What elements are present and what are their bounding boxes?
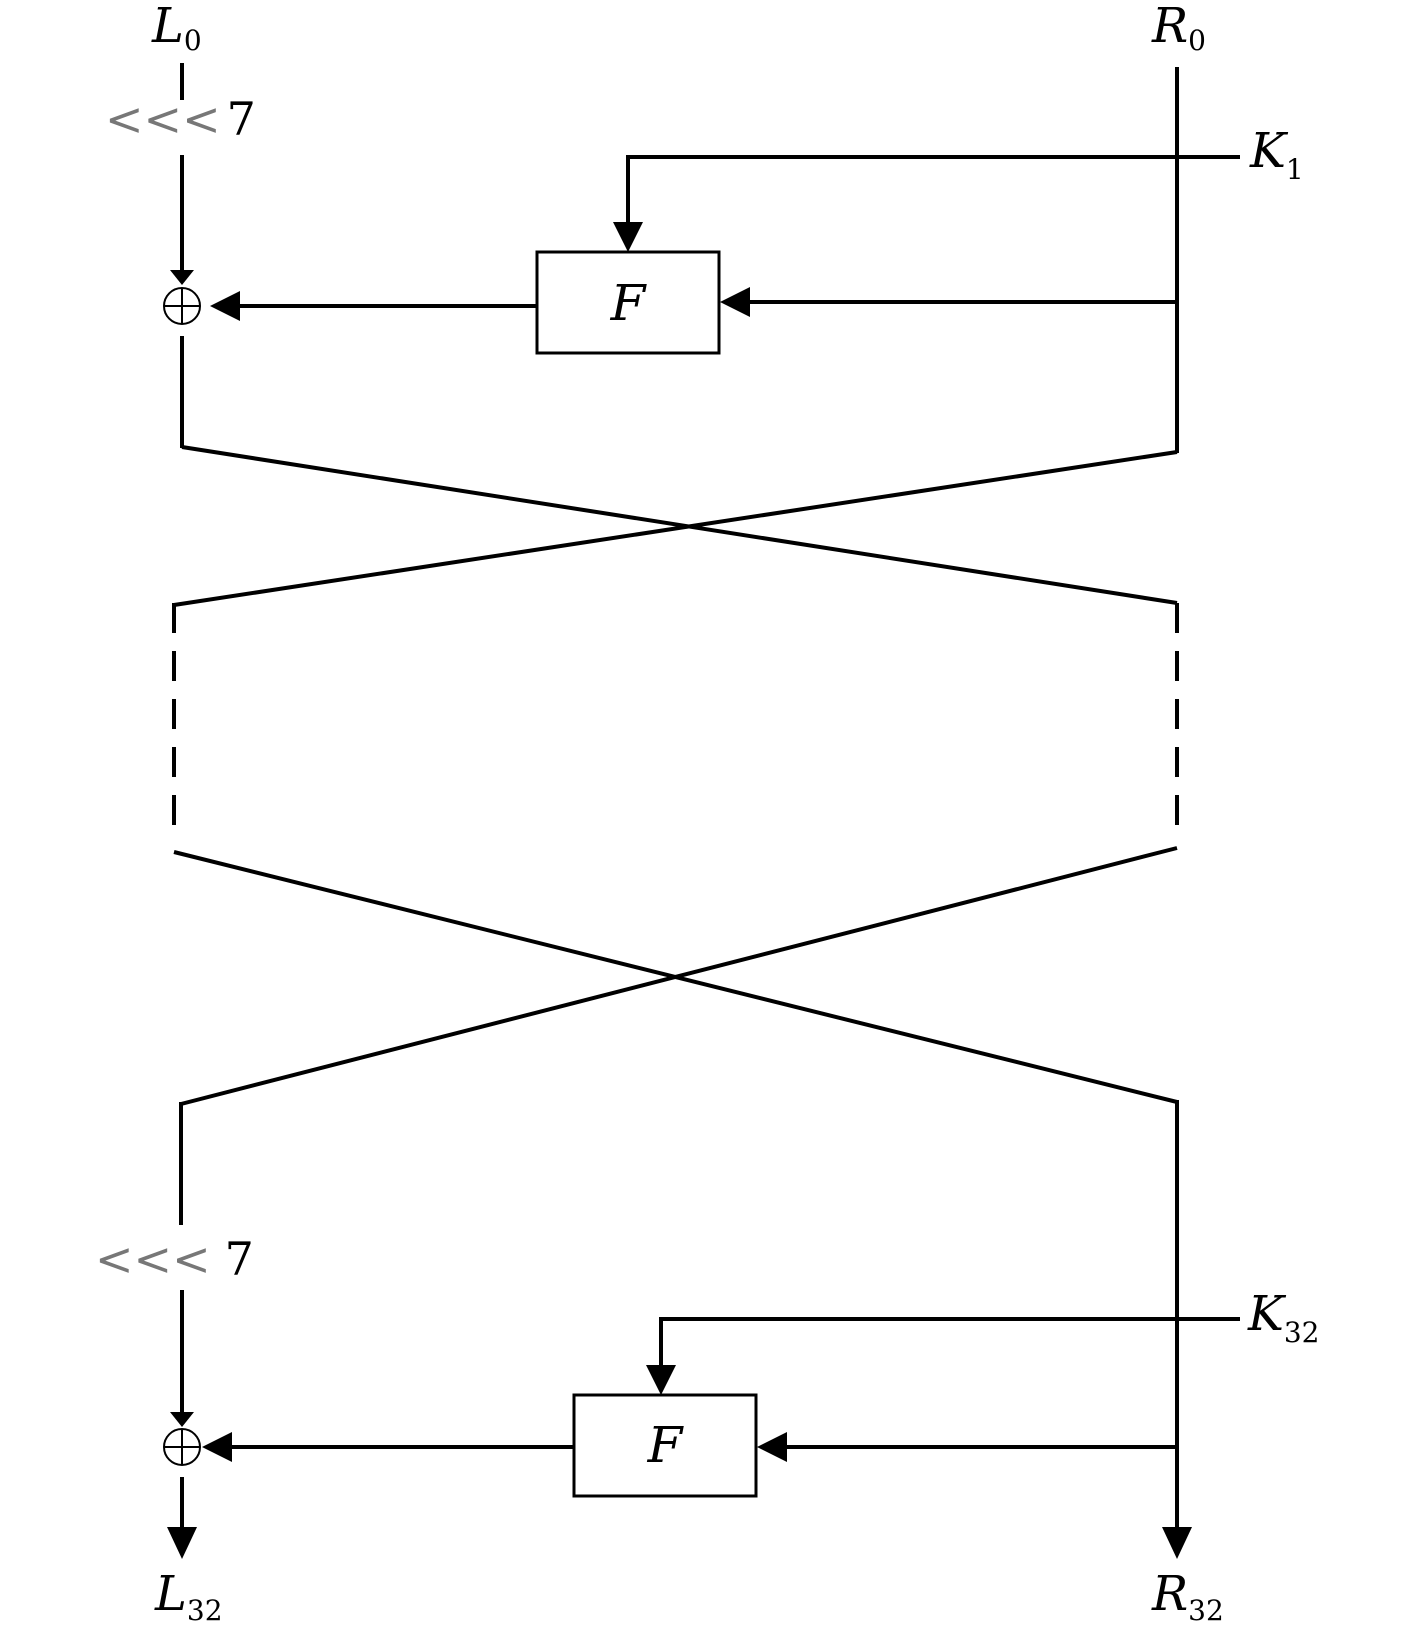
f-label-round-1: F — [610, 274, 648, 332]
arrow-right-into-f-1 — [720, 287, 750, 317]
xor-round-1 — [163, 287, 201, 325]
key-label-round-32: K32 — [1247, 1286, 1320, 1349]
arrow-f-into-xor-32 — [202, 1432, 232, 1462]
swap-crossover-2 — [173, 846, 1178, 1106]
xor-round-32 — [163, 1428, 201, 1466]
arrow-right-into-f-32 — [757, 1432, 787, 1462]
key-label-round-1: K1 — [1249, 123, 1304, 186]
arrow-right-output — [1162, 1527, 1192, 1559]
arrow-into-xor-32 — [170, 1412, 194, 1427]
rotate-label-round-1: <<<7 — [105, 92, 256, 146]
rotate-label-round-32: <<<7 — [95, 1232, 254, 1286]
input-left-label: L0 — [151, 0, 202, 57]
input-right-label: R0 — [1151, 0, 1206, 57]
f-box-round-1 — [535, 250, 721, 355]
output-left-label: L32 — [154, 1566, 223, 1627]
arrow-key-into-f-1 — [613, 222, 643, 252]
arrow-left-output — [167, 1527, 197, 1559]
arrow-f-into-xor-1 — [210, 291, 240, 321]
arrow-key-into-f-32 — [646, 1365, 676, 1395]
round-32: <<<7 K32 F — [95, 1100, 1320, 1559]
f-label-round-32: F — [647, 1416, 685, 1474]
output-right-label: R32 — [1151, 1566, 1224, 1627]
swap-crossover-1 — [173, 445, 1178, 607]
arrow-into-xor-1 — [170, 270, 194, 285]
round-1: <<<7 K1 F — [105, 63, 1304, 453]
